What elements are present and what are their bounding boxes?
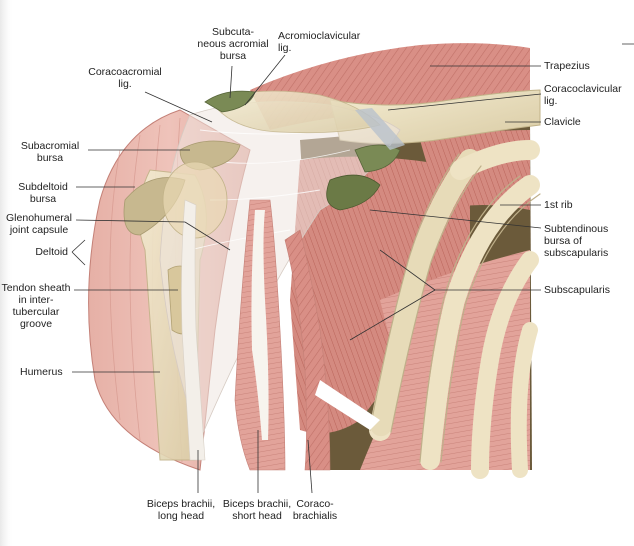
label-tendon-sheath: Tendon sheath in inter- tubercular groov… bbox=[1, 282, 71, 330]
label-trapezius: Trapezius bbox=[544, 60, 590, 72]
label-biceps-long-head: Biceps brachii, long head bbox=[146, 498, 216, 522]
coracoid-bursa-shape bbox=[354, 144, 401, 173]
label-clavicle: Clavicle bbox=[544, 116, 581, 128]
label-deltoid: Deltoid bbox=[35, 246, 68, 258]
label-glenohumeral-joint-capsule: Glenohumeral joint capsule bbox=[6, 212, 72, 236]
label-1st-rib: 1st rib bbox=[544, 199, 573, 211]
label-subdeltoid-bursa: Subdeltoid bursa bbox=[18, 181, 68, 205]
label-subacromial-bursa: Subacromial bursa bbox=[20, 140, 80, 164]
label-coracoclavicular-lig: Coracoclavicular lig. bbox=[544, 83, 622, 107]
label-coracoacromial-lig: Coracoacromial lig. bbox=[88, 66, 162, 90]
label-acromioclavicular-lig: Acromioclavicular lig. bbox=[278, 30, 361, 54]
rib-cage bbox=[369, 140, 540, 479]
label-subtendinous-bursa: Subtendinous bursa of subscapularis bbox=[544, 223, 609, 259]
label-subscapularis: Subscapularis bbox=[544, 284, 610, 296]
label-biceps-short-head: Biceps brachii, short head bbox=[222, 498, 292, 522]
leader-lines bbox=[71, 54, 542, 494]
page-edge-shadow bbox=[0, 0, 14, 546]
coracoclavicular-ligament-shape bbox=[355, 108, 405, 150]
rib-outlines bbox=[369, 153, 541, 463]
biceps-short-head-tendon bbox=[251, 210, 269, 440]
label-subcutaneous-acromial-bursa: Subcuta- neous acromial bursa bbox=[197, 26, 269, 62]
label-coracobrachialis: Coraco- brachialis bbox=[292, 498, 338, 522]
axillary-gap bbox=[315, 380, 380, 430]
coracobrachialis-muscle bbox=[284, 229, 331, 471]
subtendinous-bursa-shape bbox=[326, 174, 381, 211]
label-humerus: Humerus bbox=[20, 366, 63, 378]
biceps-long-head-tendon bbox=[181, 199, 206, 461]
